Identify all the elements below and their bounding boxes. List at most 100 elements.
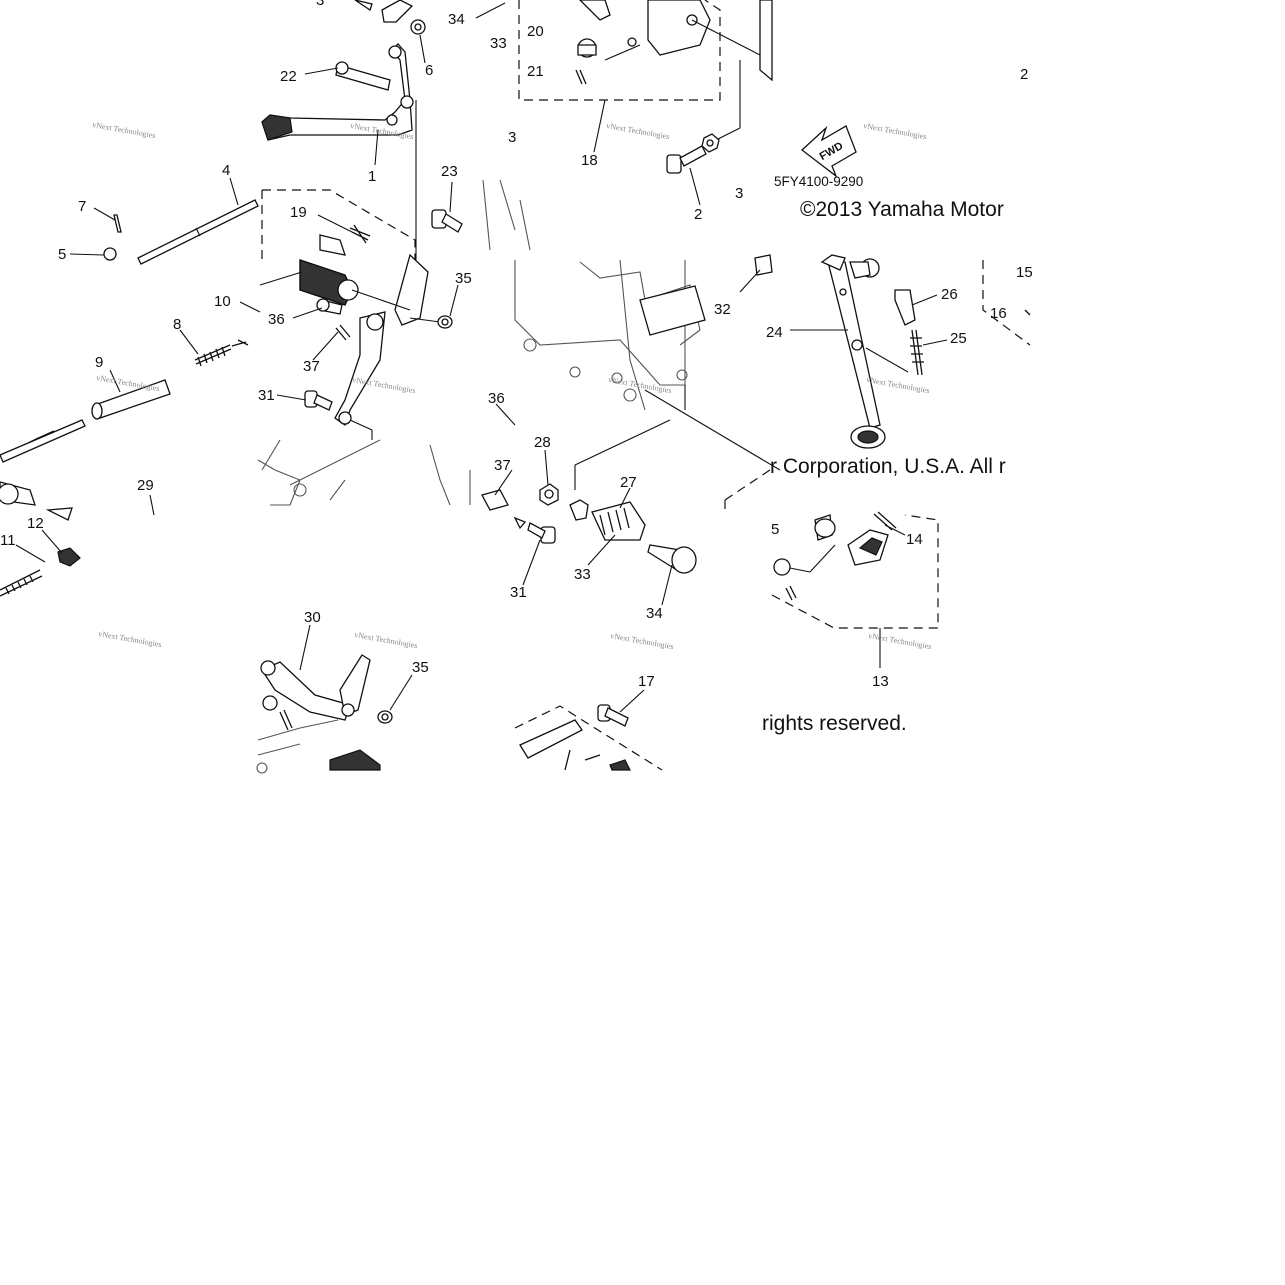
watermark: vNext Technologies xyxy=(610,631,675,651)
spring-19 xyxy=(349,224,371,244)
bolt-31 xyxy=(304,390,333,411)
callout-label: 28 xyxy=(534,434,551,451)
fwd-arrow: FWD xyxy=(800,125,857,178)
pin-34 xyxy=(647,544,697,574)
nut-28 xyxy=(539,483,559,506)
clip-37 xyxy=(335,324,351,341)
watermark: vNext Technologies xyxy=(606,121,671,141)
nut-3 xyxy=(701,133,720,153)
watermark: vNext Technologies xyxy=(92,120,157,140)
leader-lines xyxy=(15,2,906,713)
callout-label: 8 xyxy=(173,316,181,333)
part-code: 5FY4100-9290 xyxy=(774,174,863,189)
callout-label: 23 xyxy=(441,163,458,180)
frame-mid-left xyxy=(257,439,471,506)
callout-label: 11 xyxy=(0,532,16,549)
callout-label: 31 xyxy=(510,584,527,601)
bolt-31b xyxy=(527,522,556,544)
copyright-line-3: rights reserved. xyxy=(762,712,907,735)
callout-label: 36 xyxy=(268,311,285,328)
footpeg-group xyxy=(299,253,441,440)
bracket-37 xyxy=(481,489,509,511)
part-lower-left xyxy=(0,481,81,597)
callout-label: 32 xyxy=(714,301,731,318)
callout-label: 4 xyxy=(222,162,230,179)
lower-bracket xyxy=(514,705,663,771)
leader-26 xyxy=(911,294,938,306)
callout-label: 34 xyxy=(646,605,663,622)
callout-label: 25 xyxy=(950,330,967,347)
callout-label: 24 xyxy=(766,324,783,341)
callout-label: 34 xyxy=(448,11,465,28)
watermark: vNext Technologies xyxy=(866,375,931,395)
copyright-line-2: r Corporation, U.S.A. All r xyxy=(770,455,1006,478)
watermark: vNext Technologies xyxy=(96,373,161,393)
part-16-edge xyxy=(1024,309,1031,316)
callout-label: 18 xyxy=(581,152,598,169)
frame-top xyxy=(482,179,531,251)
callout-label: 9 xyxy=(95,354,103,371)
callout-label: 33 xyxy=(574,566,591,583)
cotter-pin-7 xyxy=(113,214,122,233)
callout-label: 3 xyxy=(316,0,324,9)
part-small xyxy=(513,516,527,530)
callout-label: 10 xyxy=(214,293,231,310)
callout-label: 35 xyxy=(412,659,429,676)
callout-label: 21 xyxy=(527,63,544,80)
callout-label: 26 xyxy=(941,286,958,303)
callout-label: 12 xyxy=(27,515,44,532)
callout-label: 20 xyxy=(527,23,544,40)
copyright-line-1: ©2013 Yamaha Motor xyxy=(800,198,1004,221)
callout-label: 2 xyxy=(1020,66,1028,83)
dashed-box-19 xyxy=(262,189,416,260)
callout-label: 2 xyxy=(694,206,702,223)
callout-label: 17 xyxy=(638,673,655,690)
callout-label: 30 xyxy=(304,609,321,626)
callout-label: 27 xyxy=(620,474,637,491)
spring-8 xyxy=(194,344,232,367)
callout-label: 3 xyxy=(735,185,743,202)
callout-label: 22 xyxy=(280,68,297,85)
washer-35 xyxy=(437,315,453,329)
bolt-17 xyxy=(597,704,629,727)
callout-label: 19 xyxy=(290,204,307,221)
sub-assembly-13 xyxy=(771,511,939,668)
dashed-box-15 xyxy=(982,260,1031,346)
callout-label: 29 xyxy=(137,477,154,494)
callout-label: 35 xyxy=(455,270,472,287)
callout-label: 33 xyxy=(490,35,507,52)
callout-label: 1 xyxy=(368,168,376,185)
spring-25 xyxy=(910,329,924,376)
sub-assembly-18 xyxy=(518,0,773,141)
watermark: vNext Technologies xyxy=(868,631,933,651)
frame-hole xyxy=(293,483,307,497)
callout-label: 6 xyxy=(425,62,433,79)
long-rod xyxy=(0,419,86,463)
spring-27 xyxy=(569,499,646,541)
clip-32 xyxy=(754,254,773,276)
rod-4 xyxy=(137,199,259,265)
callout-label: 5 xyxy=(58,246,66,263)
footpeg-lower-group xyxy=(256,654,381,774)
callout-label: 31 xyxy=(258,387,275,404)
watermark: vNext Technologies xyxy=(863,121,928,141)
frame-center xyxy=(514,259,781,515)
kickstand-24 xyxy=(790,254,909,449)
footpeg-teeth xyxy=(319,234,346,256)
washer-35b xyxy=(377,710,393,724)
callout-label: 7 xyxy=(78,198,86,215)
callout-label: 16 xyxy=(990,305,1007,322)
callout-label: 13 xyxy=(872,673,889,690)
bolt-2 xyxy=(666,145,707,174)
pin-10 xyxy=(237,339,249,346)
callout-label: 37 xyxy=(494,457,511,474)
bolt-23 xyxy=(431,209,463,233)
callout-label: 36 xyxy=(488,390,505,407)
watermark: vNext Technologies xyxy=(354,630,419,650)
callout-label: 15 xyxy=(1016,264,1033,281)
callout-label: 5 xyxy=(771,521,779,538)
bracket-26 xyxy=(894,289,916,326)
callout-label: 3 xyxy=(508,129,516,146)
callout-label: 37 xyxy=(303,358,320,375)
washer-5 xyxy=(103,247,117,261)
